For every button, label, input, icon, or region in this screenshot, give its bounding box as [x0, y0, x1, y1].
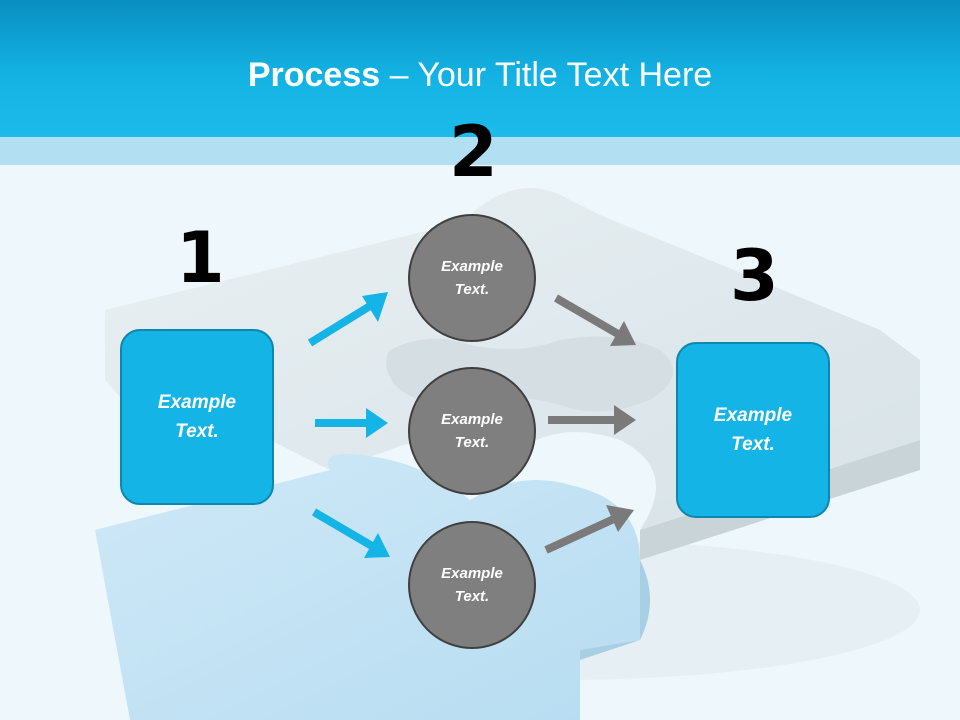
step-2-circle-bottom[interactable]: Example Text. — [408, 521, 536, 649]
circle-top-text: Example Text. — [441, 258, 503, 298]
arrow-bottom-to-3 — [544, 505, 634, 554]
arrow-1-to-top — [307, 292, 388, 347]
title-banner — [0, 0, 960, 137]
title-rest: – Your Title Text Here — [380, 56, 713, 94]
step-number-3: 3 — [730, 235, 779, 317]
step-2-circle-top[interactable]: Example Text. — [408, 214, 536, 342]
step-3-text: Example Text. — [713, 405, 793, 455]
step-1-text: Example Text. — [157, 392, 237, 442]
step-number-1: 1 — [176, 217, 225, 299]
step-2-circle-middle[interactable]: Example Text. — [408, 367, 536, 495]
slide-title: Process – Your Title Text Here — [0, 52, 960, 98]
arrow-top-to-3 — [553, 294, 636, 346]
arrow-1-to-middle — [315, 408, 388, 438]
circle-middle-text: Example Text. — [441, 411, 503, 451]
arrow-1-to-bottom — [311, 508, 390, 558]
title-underband — [0, 137, 960, 165]
circle-bottom-text: Example Text. — [441, 565, 503, 605]
step-1-box[interactable]: Example Text. — [120, 329, 274, 505]
step-3-box[interactable]: Example Text. — [676, 342, 830, 518]
arrow-middle-to-3 — [548, 405, 636, 435]
title-bold: Process — [247, 56, 381, 94]
step-number-2: 2 — [449, 111, 498, 193]
